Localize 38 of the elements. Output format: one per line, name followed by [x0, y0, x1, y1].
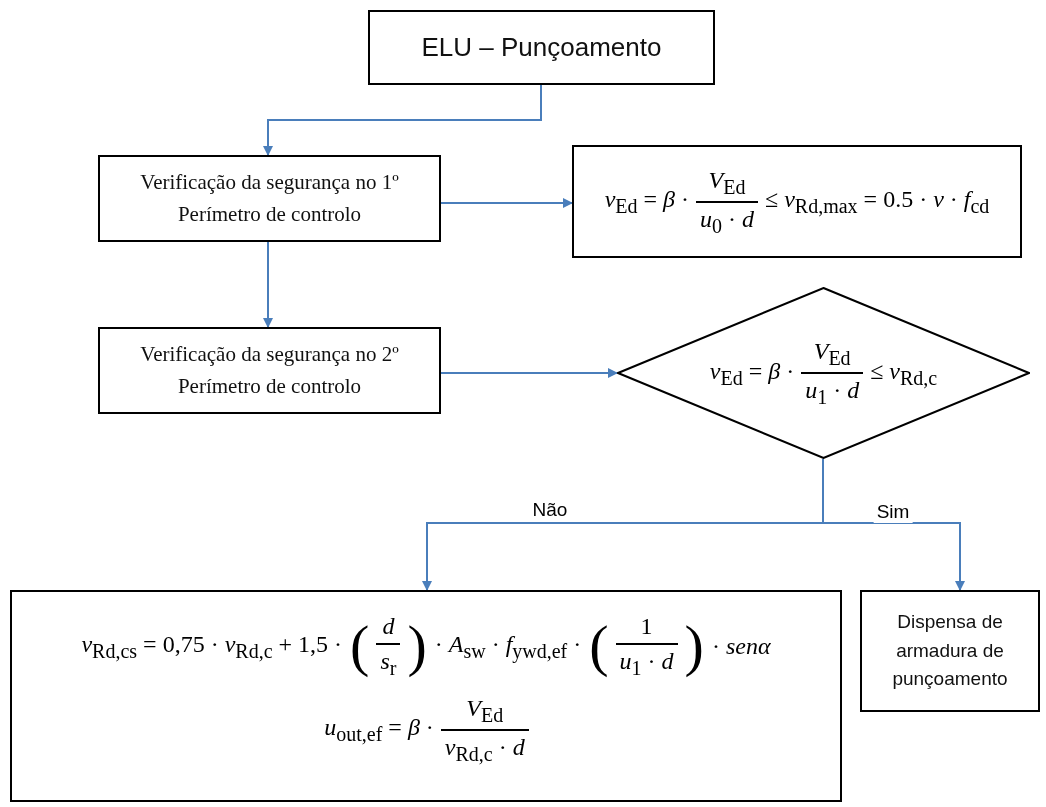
- formula-text: · senα: [710, 634, 772, 659]
- formula-text: ν$_{Ed}$ = β ·: [603, 187, 690, 216]
- formula-text: u$_{out,ef}$ = β ·: [323, 715, 435, 745]
- arrow: [263, 241, 273, 328]
- fraction-numerator: V$_{Ed}$: [812, 337, 852, 371]
- fraction-denominator: u$_{1}$ · d: [801, 372, 864, 409]
- formula-text: ≤ ν$_{Rd,max}$ = 0.5 · ν · f$_{cd}$: [764, 187, 991, 216]
- fraction-denominator: ν$_{Rd,c}$ · d: [440, 728, 529, 766]
- formula-text: · A$_{sw}$ · f$_{ywd,ef}$ ·: [433, 631, 583, 661]
- parenthesis: ): [683, 617, 705, 676]
- process-box: [368, 10, 715, 85]
- formula-box: [10, 590, 842, 802]
- arrow: [822, 458, 965, 591]
- arrow: [263, 84, 542, 156]
- formula-text: ≤ ν$_{Rd,c}$: [869, 358, 939, 388]
- parenthesis: ): [406, 617, 428, 676]
- arrow: [440, 368, 618, 378]
- arrow: [440, 198, 573, 208]
- process-box: [98, 327, 441, 414]
- parenthesis: (: [349, 617, 371, 676]
- fraction-numerator: d: [381, 612, 396, 642]
- parenthesis: (: [588, 617, 610, 676]
- decision-diamond: [617, 287, 1030, 459]
- process-box: [98, 155, 441, 242]
- process-box: [860, 590, 1040, 712]
- fraction-numerator: 1: [639, 612, 654, 642]
- fraction-numerator: V$_{Ed}$: [707, 165, 747, 200]
- node-text: Dispensa de armadura de punçoamento: [891, 610, 1009, 692]
- fraction-numerator: V$_{Ed}$: [465, 694, 505, 728]
- node-text: Verificação da segurança no 2º Perímetro de controlo: [139, 341, 400, 400]
- node-text: Verificação da segurança no 1º Perímetro de controlo: [139, 169, 400, 228]
- formula-text: ν$_{Ed}$ = β ·: [708, 358, 796, 388]
- formula-box: [572, 145, 1022, 258]
- fraction-denominator: u$_{1}$ · d: [615, 643, 678, 680]
- formula-text: ν$_{Rd,cs}$ = 0,75 · ν$_{Rd,c}$ + 1,5 ·: [80, 631, 344, 661]
- fraction-denominator: s$_{r}$: [376, 643, 401, 680]
- fraction-denominator: u$_{0}$ · d: [696, 200, 758, 238]
- node-text: ELU – Punçoamento: [421, 31, 662, 64]
